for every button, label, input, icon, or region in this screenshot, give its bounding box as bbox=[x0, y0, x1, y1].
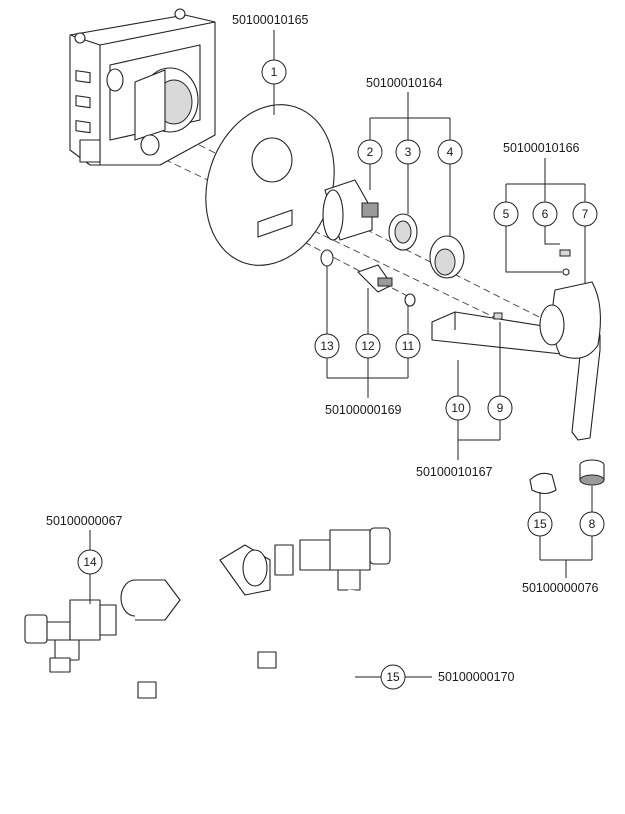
callout-10: 10 bbox=[445, 395, 471, 421]
svg-text:6: 6 bbox=[542, 207, 549, 221]
flexible-hoses bbox=[49, 589, 356, 756]
callout-13: 13 bbox=[314, 333, 340, 359]
callout-11: 11 bbox=[395, 333, 421, 359]
callout-6: 6 bbox=[532, 201, 558, 227]
part-code-8-15: 50100000076 bbox=[522, 581, 599, 595]
part-code-11-12-13: 50100000169 bbox=[325, 403, 402, 417]
part-code-2-3-4: 50100010164 bbox=[366, 76, 443, 90]
part-code-14: 50100000067 bbox=[46, 514, 123, 528]
svg-text:14: 14 bbox=[83, 555, 97, 569]
cartridge bbox=[322, 179, 379, 241]
o-ring-13 bbox=[320, 249, 334, 267]
callout-5: 5 bbox=[493, 201, 519, 227]
svg-text:3: 3 bbox=[405, 145, 412, 159]
svg-text:4: 4 bbox=[447, 145, 454, 159]
callout-1: 1 bbox=[261, 59, 287, 85]
part-code-15-hose: 50100000170 bbox=[438, 670, 515, 684]
part-code-1: 50100010165 bbox=[232, 13, 309, 27]
svg-text:10: 10 bbox=[451, 401, 465, 415]
svg-text:15: 15 bbox=[386, 670, 400, 684]
svg-text:12: 12 bbox=[361, 339, 375, 353]
svg-text:15: 15 bbox=[533, 517, 547, 531]
callout-9: 9 bbox=[487, 395, 513, 421]
callout-4: 4 bbox=[437, 139, 463, 165]
mounting-frame bbox=[69, 8, 216, 166]
callout-2: 2 bbox=[357, 139, 383, 165]
svg-text:8: 8 bbox=[589, 517, 596, 531]
handle bbox=[539, 281, 601, 359]
part-code-9-10: 50100010167 bbox=[416, 465, 493, 479]
decor-cap bbox=[429, 235, 465, 279]
svg-text:9: 9 bbox=[497, 401, 504, 415]
callout-3: 3 bbox=[395, 139, 421, 165]
o-ring-11 bbox=[404, 293, 416, 307]
callout-15-key: 15 bbox=[527, 511, 553, 537]
svg-text:7: 7 bbox=[582, 207, 589, 221]
callout-8: 8 bbox=[579, 511, 605, 537]
diverter-12 bbox=[357, 264, 393, 293]
callout-12: 12 bbox=[355, 333, 381, 359]
part-code-5-6-7: 50100010166 bbox=[503, 141, 580, 155]
aerator bbox=[579, 459, 605, 486]
svg-text:5: 5 bbox=[503, 207, 510, 221]
callout-14: 14 bbox=[77, 549, 103, 575]
stop-valve-assembly bbox=[24, 579, 181, 661]
svg-text:11: 11 bbox=[402, 339, 415, 353]
cover-plate bbox=[205, 104, 335, 266]
callout-15-hose: 15 bbox=[380, 664, 406, 690]
tee-connector-assembly bbox=[219, 527, 391, 596]
set-screw bbox=[559, 249, 571, 276]
svg-text:13: 13 bbox=[320, 339, 334, 353]
aerator-key bbox=[529, 472, 557, 495]
svg-text:2: 2 bbox=[367, 145, 374, 159]
callout-7: 7 bbox=[572, 201, 598, 227]
leader-lines bbox=[89, 30, 593, 678]
lock-ring bbox=[388, 213, 418, 251]
svg-text:1: 1 bbox=[271, 65, 278, 79]
